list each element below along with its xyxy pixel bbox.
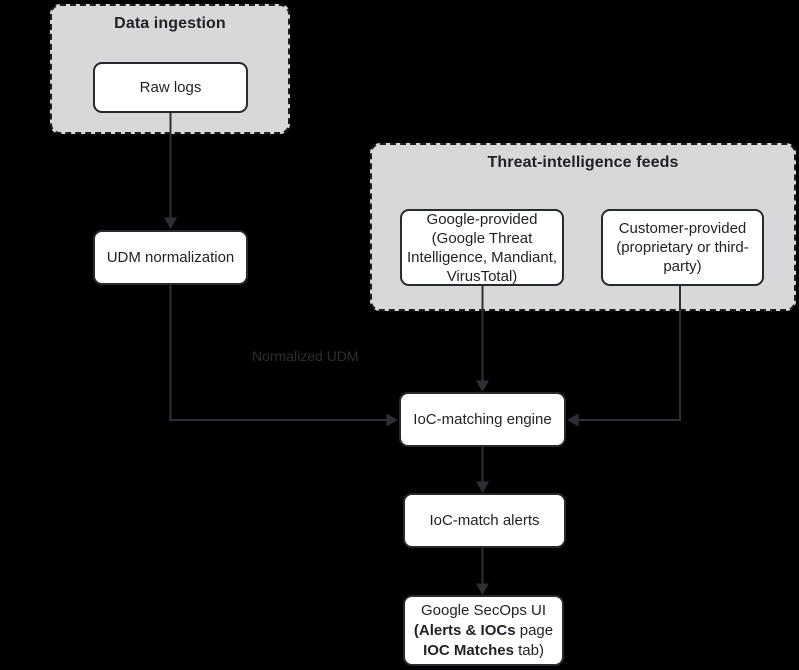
arrowhead-alerts-to-secops [476,583,489,595]
threat-intel-group-title: Threat-intelligence feeds [487,154,679,171]
node-google-provided-line-2: (Google Threat [431,229,533,247]
edge-label-normalized-udm: Normalized UDM [252,348,359,364]
node-raw-logs: Raw logs [93,62,248,113]
arrowhead-rawlogs-to-udm [164,217,177,229]
node-customer-provided-line-3: party) [663,258,702,275]
node-customer-provided-feed-label: Customer-provided (proprietary or third-… [616,219,749,276]
node-google-provided-line-3: Intelligence, Mandiant, [406,248,558,266]
node-google-provided-line-4: VirusTotal) [446,267,518,285]
node-customer-provided-line-1: Customer-provided [618,220,747,237]
node-google-provided-line-1: Google-provided [426,210,538,228]
node-raw-logs-label: Raw logs [139,79,202,96]
arrowhead-udm-to-engine [386,413,398,427]
arrowhead-customer-to-engine [567,413,579,427]
node-ioc-matching-engine: IoC-matching engine [399,392,566,447]
arrowhead-engine-to-alerts [476,481,489,493]
node-ioc-matching-engine-label: IoC-matching engine [413,411,552,428]
node-ioc-match-alerts: IoC-match alerts [403,493,566,548]
arrowhead-google-to-engine [476,380,489,392]
data-ingestion-group-title: Data ingestion [114,15,226,32]
node-udm-normalization-label: UDM normalization [106,249,235,266]
node-customer-provided-line-2: (proprietary or third- [616,239,749,256]
node-udm-normalization: UDM normalization [93,230,248,285]
node-google-provided-feed: Google-provided (Google Threat Intellige… [400,209,564,286]
node-customer-provided-feed: Customer-provided (proprietary or third-… [601,209,764,286]
node-ioc-match-alerts-label: IoC-match alerts [429,512,540,529]
node-google-provided-feed-label: Google-provided (Google Threat Intellige… [407,210,557,286]
